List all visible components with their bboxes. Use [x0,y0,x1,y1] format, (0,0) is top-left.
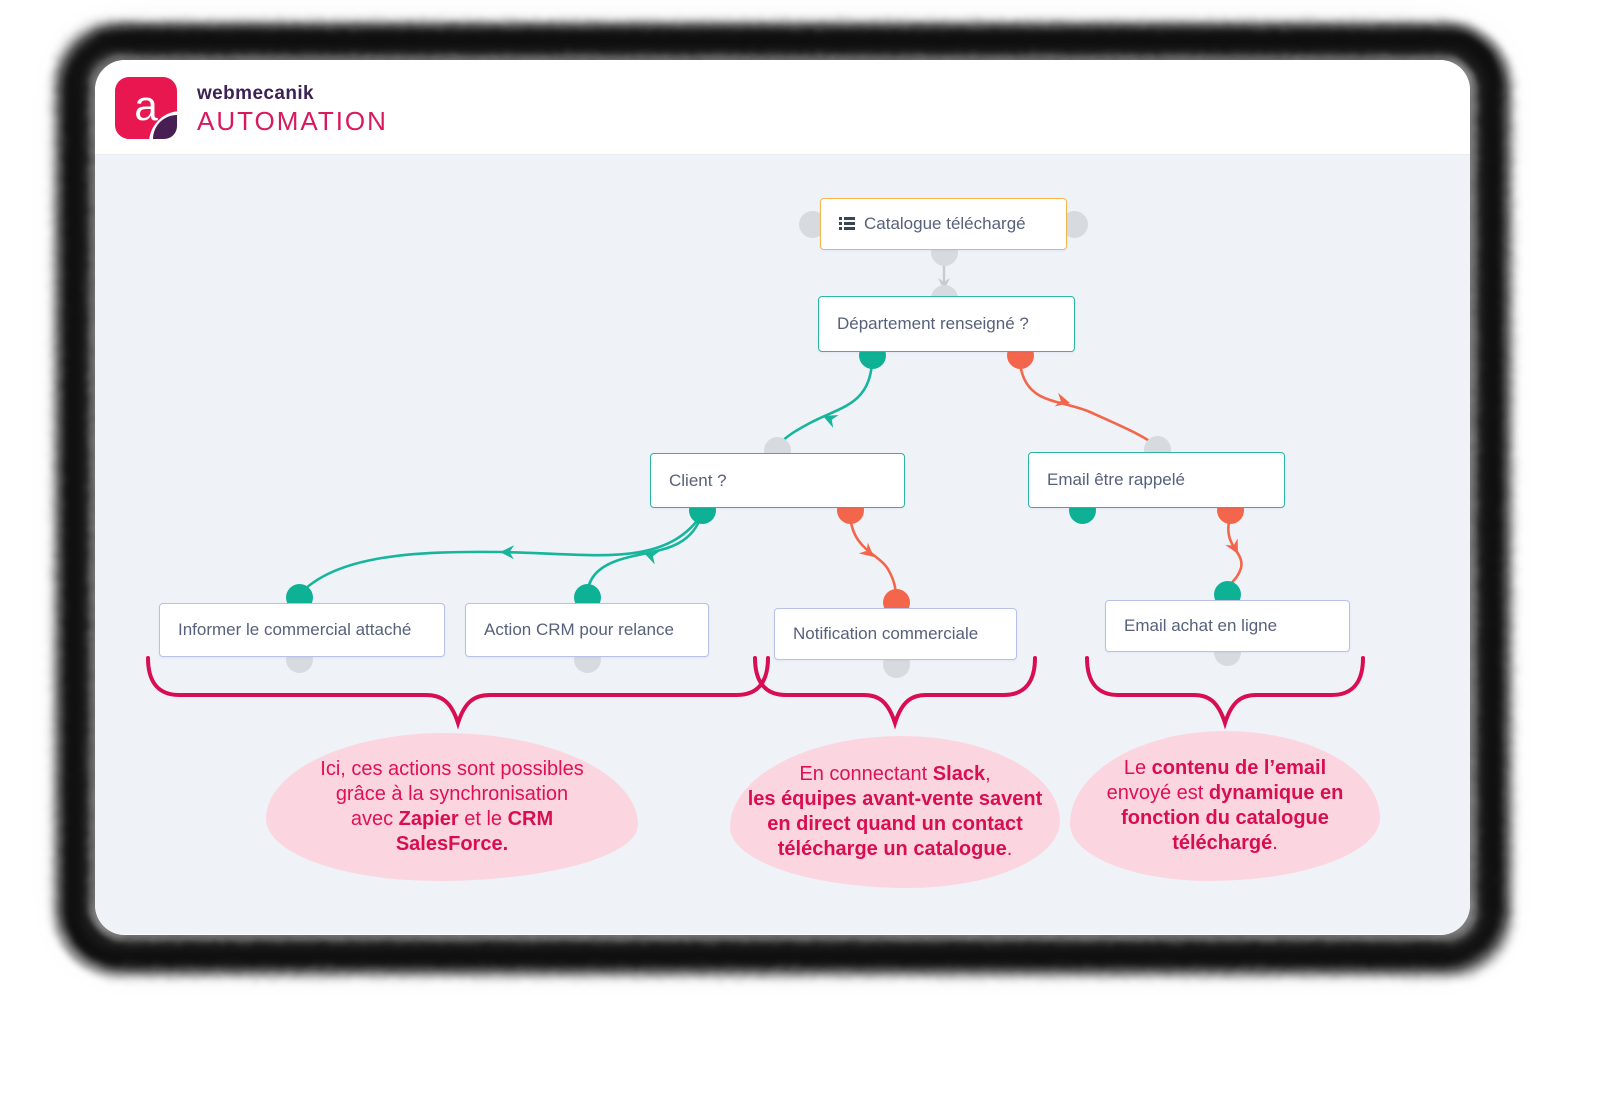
annotation-text: grâce à la synchronisation [335,783,569,805]
arrowhead-teal [644,551,660,565]
annotation-text: dynamique en [1208,782,1344,804]
brace-left-group [146,656,770,730]
annotation-line: en direct quand un contact [730,812,1060,837]
annotation-line: envoyé est dynamique en [1070,781,1380,806]
annotation-text: , [985,763,991,785]
node-label: Catalogue téléchargé [864,214,1026,233]
annotation-text: Le [1123,757,1152,779]
annotation-text: télécharge un catalogue [777,838,1007,860]
arrowhead-red [1225,538,1238,554]
app-window: a webmecanik AUTOMATION [95,60,1470,935]
connector-client-notification [848,513,898,601]
annotation-text: En connectant [799,763,933,785]
annotation-bubble-sync-crm: Ici, ces actions sont possibles grâce à l… [266,733,638,881]
arrowhead-red [1054,392,1070,407]
arrowhead-teal [823,415,839,428]
annotation-text: SalesForce. [395,833,509,855]
node-label: Client ? [669,470,727,490]
annotation-text: les équipes avant-vente savent [747,788,1043,810]
node-label: Département renseigné ? [837,314,1029,333]
annotation-line: téléchargé. [1070,831,1380,856]
node-email-etre-rappele[interactable]: Email être rappelé [1028,452,1285,508]
brand-logo: a [115,77,181,143]
annotation-bubble-slack: En connectant Slack,les équipes avant-ve… [730,736,1060,888]
annotation-line: SalesForce. [266,832,638,857]
connector-layer [146,258,1365,730]
node-departement-renseigne[interactable]: Département renseigné ? [818,296,1075,352]
annotation-text: . [1006,838,1013,860]
logo-letter: a [134,82,158,129]
annotation-text: téléchargé [1172,832,1273,854]
annotation-line: les équipes avant-vente savent [730,787,1060,812]
annotation-line: Ici, ces actions sont possibles [266,757,638,782]
arrowhead-gray [938,278,950,290]
logo-petal-icon [149,111,181,143]
annotation-line: avec Zapier et le CRM [266,807,638,832]
node-catalogue-telecharge[interactable]: Catalogue téléchargé [820,198,1067,250]
node-label: Email achat en ligne [1124,616,1278,635]
brace-right-group [1085,656,1365,730]
annotation-text: . [1272,832,1278,854]
workflow-canvas: Catalogue téléchargé Département renseig… [95,155,1470,934]
node-label: Action CRM pour relance [484,620,674,639]
annotation-text: avec [350,808,399,830]
annotation-text: envoyé est [1106,782,1209,804]
annotation-line: télécharge un catalogue. [730,837,1060,862]
connector-client-actioncrm [585,513,704,596]
connector-departement-rappel [1018,362,1158,448]
brand-name: webmecanik [197,83,314,104]
app-header: a webmecanik AUTOMATION [95,60,1470,155]
connector-departement-client [775,362,874,449]
node-label: Informer le commercial attaché [178,620,412,639]
annotation-text: Ici, ces actions sont possibles [320,758,584,780]
annotation-text: en direct quand un contact [767,813,1023,835]
annotation-text: Slack [932,763,986,785]
annotation-text: et le [458,808,508,830]
brand-wordmark: webmecanik AUTOMATION [197,83,388,137]
node-action-crm[interactable]: Action CRM pour relance [465,603,709,657]
annotation-text: Zapier [398,808,459,830]
annotation-text: fonction du catalogue [1121,807,1329,829]
annotation-line: En connectant Slack, [730,762,1060,787]
list-icon [839,217,855,231]
annotation-line: grâce à la synchronisation [266,782,638,807]
brace-middle-group [753,656,1037,730]
node-informer-commercial[interactable]: Informer le commercial attaché [159,603,445,657]
annotation-text: contenu de l’email [1151,757,1327,779]
annotation-text: CRM [507,808,554,830]
arrowhead-red [858,542,874,557]
node-notification-commerciale[interactable]: Notification commerciale [774,608,1017,660]
annotation-line: fonction du catalogue [1070,806,1380,831]
node-label: Email être rappelé [1047,470,1185,489]
brand-product: AUTOMATION [197,106,388,136]
annotation-line: Le contenu de l’email [1070,756,1380,781]
arrowhead-teal [500,545,515,560]
node-email-achat-en-ligne[interactable]: Email achat en ligne [1105,600,1350,652]
node-label: Notification commerciale [793,624,979,643]
node-client[interactable]: Client ? [650,453,905,508]
